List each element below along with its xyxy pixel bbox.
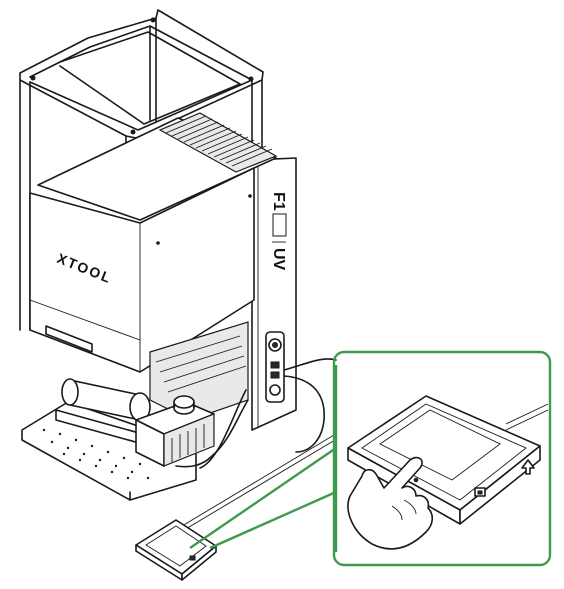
keypad-small bbox=[135, 519, 217, 581]
callout-connector bbox=[189, 447, 337, 550]
side-logo: F1 UV bbox=[270, 192, 287, 271]
vent-grille bbox=[158, 112, 278, 173]
rotary-attachment bbox=[55, 378, 151, 447]
arrow-up-icon bbox=[521, 459, 535, 475]
svg-text:UV: UV bbox=[270, 248, 287, 271]
svg-text:F1: F1 bbox=[270, 192, 287, 211]
hand-pointing-icon bbox=[347, 456, 434, 550]
callout-frame bbox=[332, 350, 552, 567]
laser-body: XTOOL F1 UV bbox=[29, 112, 297, 431]
control-box bbox=[135, 395, 215, 467]
cables bbox=[171, 358, 337, 537]
